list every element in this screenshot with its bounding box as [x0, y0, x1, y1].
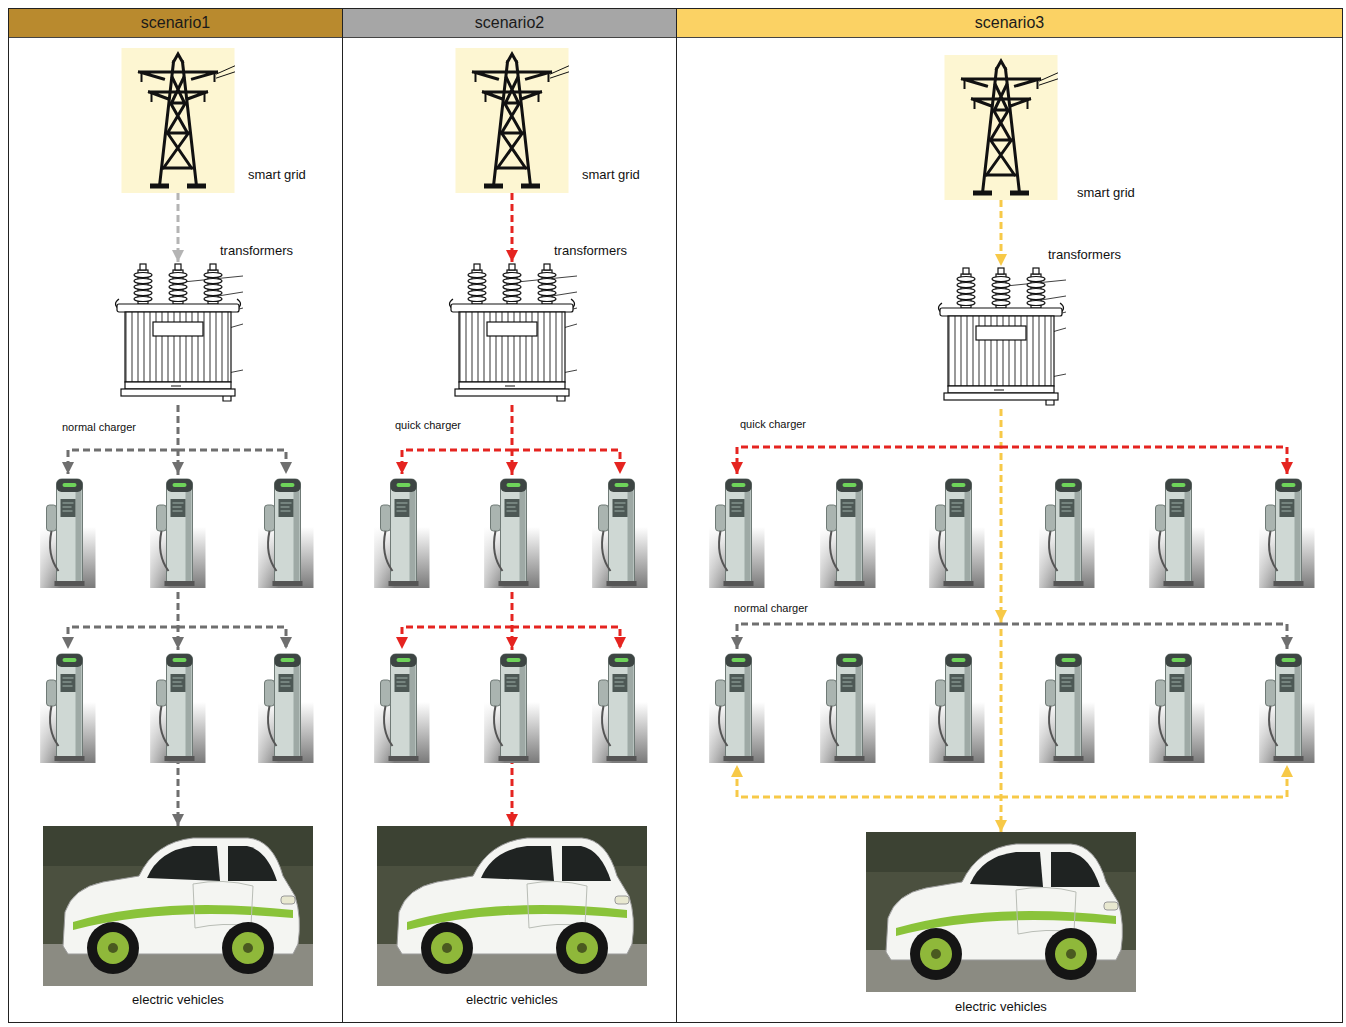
branch-line — [1001, 447, 1287, 474]
branch-line — [1001, 624, 1287, 649]
scenario-heading: scenario3 — [677, 9, 1342, 38]
charger-picture — [41, 475, 96, 588]
charger-picture — [259, 650, 314, 763]
car-picture — [866, 832, 1136, 992]
car-picture — [377, 826, 647, 986]
node-label: smart grid — [248, 167, 306, 183]
arrow-head — [172, 462, 184, 474]
branch-line — [737, 765, 1001, 797]
node-label: electric vehicles — [466, 992, 558, 1008]
pylon-picture — [122, 48, 235, 193]
branch-line — [68, 627, 178, 649]
charger-type-label: normal charger — [62, 420, 136, 434]
arrow-head — [506, 462, 518, 474]
node-label: transformers — [1048, 247, 1121, 263]
charger-picture — [593, 475, 648, 588]
vehicle-node: electric vehicles — [866, 832, 1136, 992]
charger-picture — [1260, 475, 1315, 588]
charger-picture — [151, 650, 206, 763]
charger-picture — [930, 475, 985, 588]
smart-grid-node: smart grid — [122, 48, 235, 193]
charger-picture — [930, 650, 985, 763]
arrow-head — [172, 637, 184, 649]
charger-picture — [1260, 650, 1315, 763]
node-label: smart grid — [1077, 185, 1135, 201]
branch-line — [1001, 765, 1287, 797]
power-flow-arrow — [511, 193, 514, 262]
node-label: electric vehicles — [132, 992, 224, 1008]
power-flow-arrow — [177, 193, 180, 262]
transformer-picture — [450, 264, 578, 401]
node-label: transformers — [220, 243, 293, 259]
smart-grid-node: smart grid — [456, 48, 569, 193]
smart-grid-node: smart grid — [945, 55, 1058, 200]
pylon-picture — [945, 55, 1058, 200]
branch-line — [178, 627, 286, 649]
scenario-panel: scenario2 smart grid transformers electric … — [342, 8, 677, 1023]
branch-line — [737, 447, 1001, 474]
charger-picture — [1040, 475, 1095, 588]
charger-picture — [1040, 650, 1095, 763]
node-label: transformers — [554, 243, 627, 259]
charger-picture — [485, 650, 540, 763]
charger-picture — [1150, 650, 1205, 763]
car-picture — [43, 826, 313, 986]
branch-line — [737, 624, 1001, 649]
transformer-node: transformers — [111, 262, 245, 405]
scenario-heading: scenario1 — [9, 9, 342, 38]
branch-line — [402, 627, 512, 649]
branch-line — [512, 450, 620, 474]
transformer-picture — [116, 264, 244, 401]
charger-picture — [485, 475, 540, 588]
charger-picture — [710, 650, 765, 763]
charger-picture — [375, 650, 430, 763]
charger-picture — [41, 650, 96, 763]
charger-picture — [259, 475, 314, 588]
node-label: electric vehicles — [955, 999, 1047, 1015]
charger-picture — [375, 475, 430, 588]
charger-picture — [821, 650, 876, 763]
scenario-panel: scenario3 smart grid transformers electric … — [676, 8, 1343, 1023]
charger-picture — [821, 475, 876, 588]
power-flow-arrow — [1000, 200, 1003, 266]
vehicle-node: electric vehicles — [43, 826, 313, 986]
branch-line — [512, 627, 620, 649]
charger-type-label: quick charger — [395, 418, 461, 432]
charger-picture — [710, 475, 765, 588]
charger-picture — [593, 650, 648, 763]
pylon-picture — [456, 48, 569, 193]
arrow-head — [506, 637, 518, 649]
transformer-node: transformers — [445, 262, 579, 405]
scenario-heading: scenario2 — [343, 9, 676, 38]
transformer-picture — [939, 268, 1067, 405]
vehicle-node: electric vehicles — [377, 826, 647, 986]
scenario-panel: scenario1 smart grid transformers electric … — [8, 8, 343, 1023]
transformer-node: transformers — [934, 266, 1068, 409]
branch-line — [68, 450, 178, 474]
charger-type-label: normal charger — [734, 601, 808, 615]
branch-line — [402, 450, 512, 474]
charger-picture — [1150, 475, 1205, 588]
branch-line — [178, 450, 286, 474]
charger-picture — [151, 475, 206, 588]
arrow-head — [995, 610, 1007, 622]
charger-type-label: quick charger — [740, 417, 806, 431]
node-label: smart grid — [582, 167, 640, 183]
